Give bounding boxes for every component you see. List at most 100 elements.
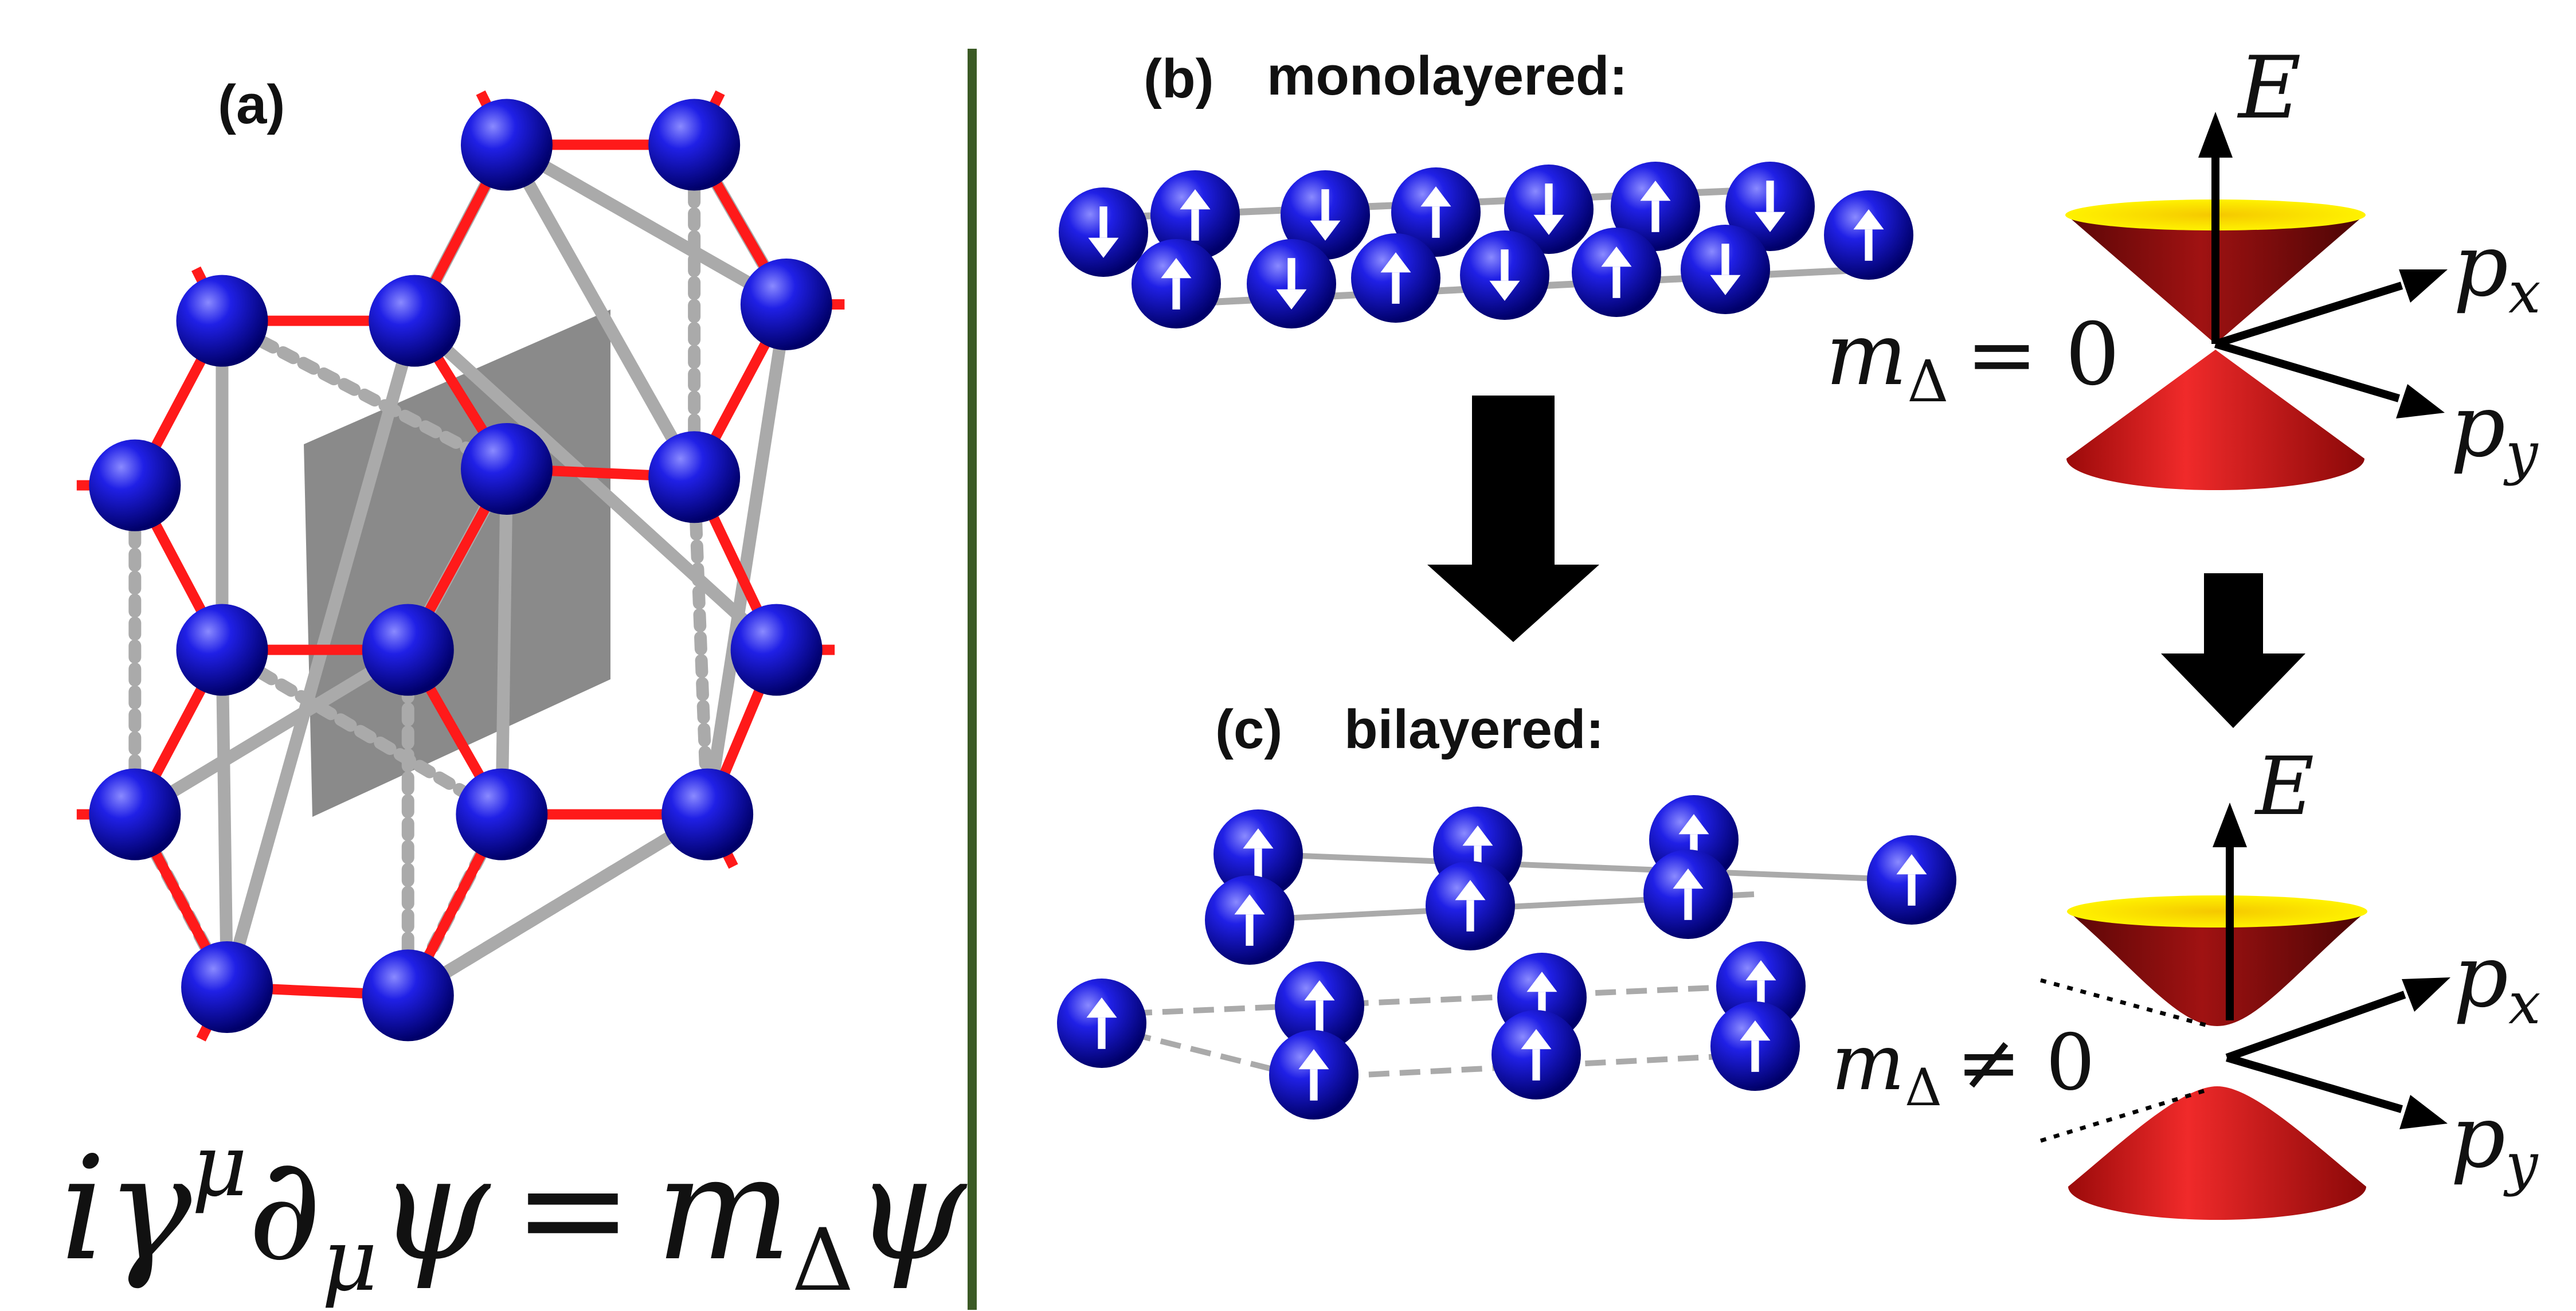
atom-sphere [181,941,273,1033]
bilayer-atom [1205,875,1294,965]
dirac-equation: iγμ∂μψ=mΔψ [60,1116,968,1310]
spin-arrowhead [1601,246,1632,267]
bilayer-atom [1269,1030,1359,1120]
atom-sphere [460,99,553,191]
py-axis-2 [2226,1054,2403,1113]
spin-up-arrow [1532,1049,1540,1081]
svg-text:iγμ∂μψ=mΔψ: iγμ∂μψ=mΔψ [60,1116,968,1310]
bilayer-atom [1213,809,1303,899]
spin-arrowhead [1088,237,1119,258]
monolayer-atom [1391,167,1481,257]
asymptote-upper [2040,978,2210,1028]
monolayer-atom [1681,225,1770,314]
spin-arrowhead [1420,186,1451,207]
spin-up-arrow [1310,1069,1318,1101]
spin-down-arrow [1721,244,1729,275]
px-axis [2214,281,2403,348]
lattice-atom [740,258,832,350]
spin-arrowhead [1380,252,1411,273]
monolayer-atoms [1059,162,1913,328]
panel-c-label: (c) [1215,699,1282,760]
spin-arrowhead [1640,181,1671,201]
py-axis [2214,340,2400,402]
monolayer-atom [1059,187,1148,277]
spin-arrowhead [1896,854,1927,875]
spin-arrowhead [1180,189,1211,210]
lattice-atom [456,768,548,860]
spin-down-arrow [1766,181,1774,212]
spin-up-arrow [1191,209,1199,241]
lattice-atom [730,604,823,696]
monolayer-atom [1150,170,1240,260]
spin-arrowhead [1755,212,1786,232]
py-arrowhead [2396,384,2445,418]
monolayer-atom [1351,233,1440,323]
spin-arrowhead [1161,258,1192,279]
lattice-atom [362,949,454,1042]
spin-arrowhead [1678,814,1709,835]
spin-arrowhead [1234,894,1265,915]
spin-down-arrow [1545,183,1553,215]
panel-divider [968,49,977,1310]
lower-hyperbola [2068,1086,2366,1220]
lattice-atom [181,941,273,1033]
frame-edge [500,138,793,311]
bilayer-atom [1643,850,1733,939]
lattice-atom [648,99,741,191]
monolayer-atom [1460,230,1549,320]
spin-up-arrow [1651,201,1659,232]
bilayer-atoms [1057,795,1956,1120]
panel-a-label: (a) [218,74,285,135]
frame-edge [216,643,234,993]
spin-arrowhead [1710,275,1741,295]
spin-up-arrow [1612,267,1620,298]
frame-edge [495,462,513,821]
frame-edge-dashed [688,471,714,821]
bilayer-atom [1710,1001,1800,1091]
spin-arrowhead [1745,960,1776,981]
spin-arrowhead [1455,880,1486,901]
monolayer-atom [1132,239,1221,328]
spin-down-arrow [1099,206,1107,238]
atom-sphere [362,949,454,1042]
spin-up-arrow [1246,914,1254,946]
spin-arrowhead [1276,289,1307,310]
mass-zero-label: mΔ= 0 [1826,305,2120,415]
spin-arrowhead [1310,220,1341,241]
atom-sphere [661,768,754,860]
spin-up-arrow [1254,848,1262,880]
bilayer-atom [1057,979,1146,1068]
py-arrowhead-2 [2399,1095,2448,1129]
lattice-atom [460,422,553,515]
bilayer-atom [1426,861,1515,950]
monolayer-atom [1281,170,1370,260]
py-label-2: py [2450,1087,2539,1197]
atom-sphere [456,768,548,860]
spin-arrowhead [1853,209,1884,230]
atom-sphere [648,99,741,191]
lattice-atom [460,99,553,191]
monolayer-atom [1611,162,1700,251]
spin-up-arrow [1865,229,1873,261]
lattice-atom [89,768,181,860]
small-down-arrow [2161,573,2305,728]
spin-up-arrow [1908,874,1916,906]
spin-arrowhead [1673,868,1704,889]
lattice-atom [648,431,741,523]
monolayer-atom [1247,239,1336,328]
frame-edge [128,643,414,821]
dirac-cone-gapless: E px py mΔ= 0 [1826,38,2540,490]
E-label-2: E [2254,740,2314,833]
spin-down-arrow [1501,249,1509,281]
py-label: py [2450,377,2539,487]
panel-b-title: monolayered: [1267,45,1627,107]
atom-sphere [740,258,832,350]
atom-sphere [460,422,553,515]
energy-arrowhead [2198,112,2233,158]
E-label: E [2237,38,2301,138]
atom-sphere [176,275,268,367]
lattice-atom [176,275,268,367]
upper-hyperbola-rim [2067,895,2367,928]
atom-sphere [648,431,741,523]
dirac-cone-gapped: E px py mΔ≠ 0 [1831,740,2540,1220]
